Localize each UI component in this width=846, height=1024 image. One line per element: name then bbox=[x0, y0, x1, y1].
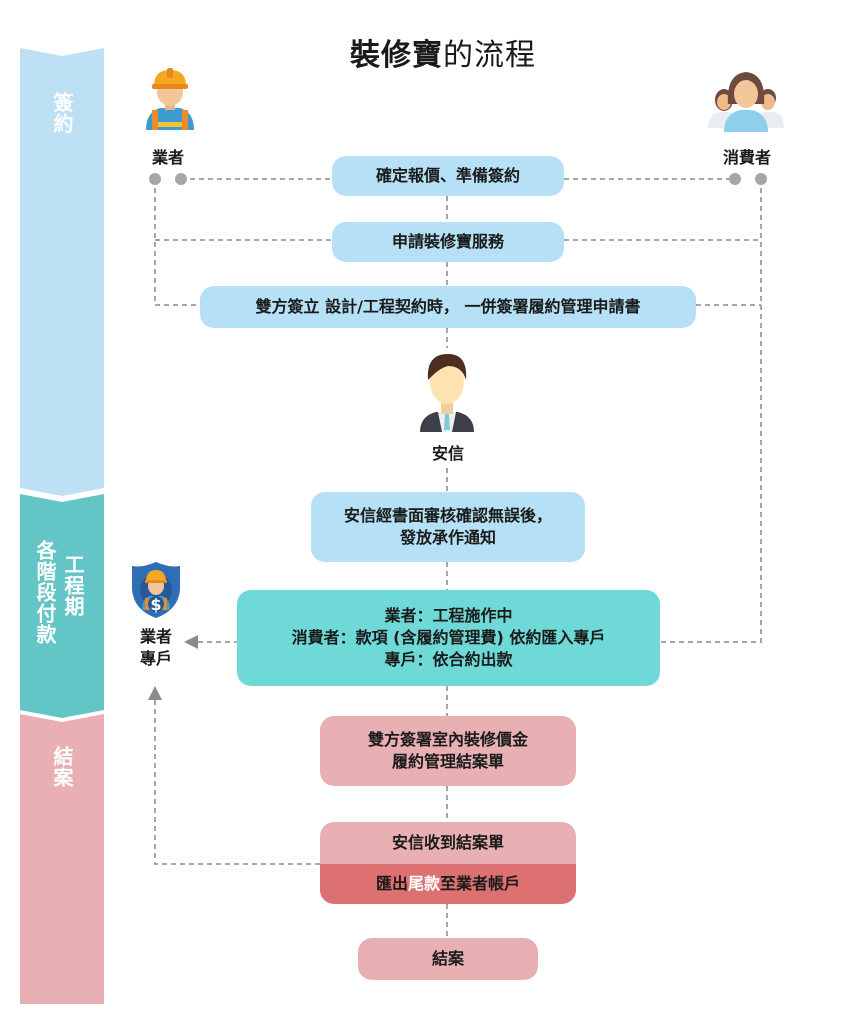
stage-signing-label: 簽約 bbox=[50, 92, 74, 134]
step-work-line2: 消費者：款項 (含履約管理費) 依約匯入專戶 bbox=[291, 628, 606, 647]
page-title: 裝修寶的流程 bbox=[0, 30, 846, 74]
contractor-to-contract bbox=[154, 179, 200, 306]
step-review-line1: 安信經書面審核確認無誤後， bbox=[343, 506, 552, 525]
step-review-line2: 發放承作通知 bbox=[399, 528, 496, 547]
stage-payment-shape bbox=[20, 494, 104, 718]
stage-payment-label-2: 工程期 bbox=[61, 554, 85, 617]
escrow-label: 業者 專戶 bbox=[128, 626, 184, 670]
stage-payment: 工程期 各階段付款 bbox=[20, 490, 104, 718]
step-remit-balance: 匯出尾款至業者帳戶 bbox=[320, 864, 576, 904]
stage-closing-label: 結案 bbox=[50, 746, 74, 788]
svg-text:$: $ bbox=[150, 595, 161, 614]
anxin-label: 安信 bbox=[431, 444, 464, 463]
arrow-left-icon bbox=[184, 635, 198, 649]
step-received-form-text: 安信收到結案單 bbox=[391, 833, 504, 852]
escrow-label-line1: 業者 bbox=[139, 627, 172, 646]
stage-signing: 簽約 bbox=[20, 48, 104, 498]
step-closing-form-line1: 雙方簽署室內裝修價金 bbox=[367, 730, 528, 749]
consumer-dot-1 bbox=[729, 173, 741, 185]
contractor-dot-2 bbox=[175, 173, 187, 185]
step-received-form: 安信收到結案單 bbox=[320, 822, 576, 864]
step-closed: 結案 bbox=[358, 938, 538, 980]
remit-suffix: 至業者帳戶 bbox=[440, 874, 521, 893]
step-work-line1: 業者：工程施作中 bbox=[384, 606, 513, 625]
step-final-payment: 安信收到結案單 匯出尾款至業者帳戶 bbox=[320, 822, 576, 904]
stage-closing: 結案 bbox=[20, 710, 104, 1004]
stage-closing-shape bbox=[20, 714, 104, 1004]
stage-signing-shape bbox=[20, 48, 104, 496]
step-closed-text: 結案 bbox=[431, 949, 464, 968]
step-apply-service-text: 申請裝修寶服務 bbox=[391, 232, 504, 251]
construction-worker-icon bbox=[140, 66, 200, 132]
step-closing-form: 雙方簽署室內裝修價金 履約管理結案單 bbox=[320, 716, 576, 786]
remit-prefix: 匯出 bbox=[375, 874, 408, 893]
consumer-to-work bbox=[660, 179, 762, 643]
escrow-label-line2: 專戶 bbox=[139, 649, 172, 668]
consumer-group-icon bbox=[706, 68, 786, 132]
contractor-dot-1 bbox=[149, 173, 161, 185]
escrow-shield-icon: $ bbox=[130, 560, 182, 620]
contractor-label: 業者 bbox=[151, 148, 184, 167]
step-sign-contract-text: 雙方簽立 設計/工程契約時， 一併簽署履約管理申請書 bbox=[255, 297, 641, 316]
stage-payment-label-1: 各階段付款 bbox=[33, 540, 57, 645]
step-work-in-progress: 業者：工程施作中 消費者：款項 (含履約管理費) 依約匯入專戶 專戶：依合約出款 bbox=[237, 590, 660, 686]
step-closing-form-line2: 履約管理結案單 bbox=[391, 752, 504, 771]
step-work-line3: 專戶：依合約出款 bbox=[384, 650, 513, 669]
title-light: 的流程 bbox=[443, 38, 536, 73]
step-confirm-quote: 確定報價、準備簽約 bbox=[332, 156, 564, 196]
step-sign-contract: 雙方簽立 設計/工程契約時， 一併簽署履約管理申請書 bbox=[200, 286, 696, 328]
title-bold: 裝修寶 bbox=[350, 38, 443, 73]
step-apply-service: 申請裝修寶服務 bbox=[332, 222, 564, 262]
businessman-icon bbox=[418, 350, 476, 432]
step-review: 安信經書面審核確認無誤後， 發放承作通知 bbox=[311, 492, 585, 562]
step-confirm-quote-text: 確定報價、準備簽約 bbox=[375, 166, 520, 185]
consumer-dot-2 bbox=[755, 173, 767, 185]
remit-to-escrow bbox=[154, 700, 320, 865]
remit-highlight: 尾款 bbox=[407, 874, 440, 893]
arrow-up-icon bbox=[148, 686, 162, 700]
consumer-label: 消費者 bbox=[722, 148, 771, 167]
